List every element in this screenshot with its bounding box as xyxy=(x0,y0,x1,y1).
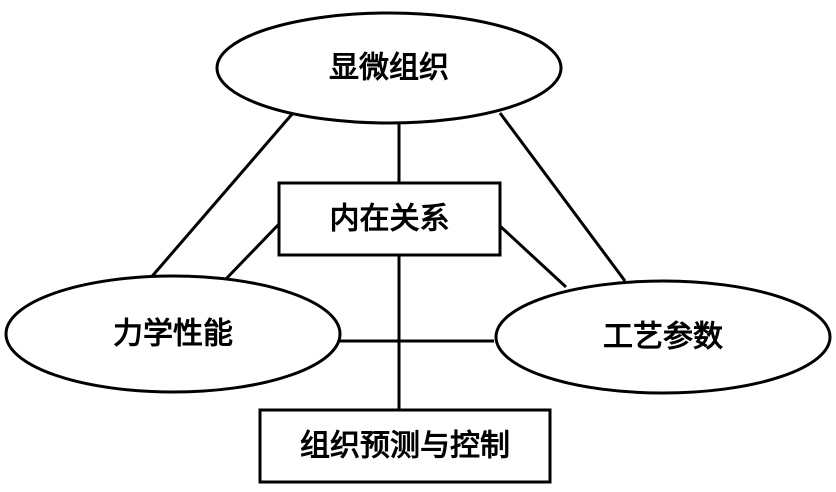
node-prediction-control: 组织预测与控制 xyxy=(258,408,552,484)
connector-microstructure-process xyxy=(498,112,627,282)
connector-microstructure-mechanical xyxy=(146,112,295,282)
connector-intrinsic-mechanical xyxy=(222,222,281,283)
node-process-parameters: 工艺参数 xyxy=(494,279,832,395)
connector-intrinsic-process xyxy=(498,224,568,289)
node-prediction-control-label: 组织预测与控制 xyxy=(300,429,510,464)
node-mechanical-properties-ellipse xyxy=(4,274,342,394)
node-microstructure: 显微组织 xyxy=(215,11,563,125)
node-mechanical-properties: 力学性能 xyxy=(4,274,342,394)
node-microstructure-label: 显微组织 xyxy=(329,51,449,86)
node-intrinsic-relation-label: 内在关系 xyxy=(330,202,450,237)
connectors xyxy=(146,112,627,410)
node-process-parameters-ellipse xyxy=(494,279,832,395)
node-intrinsic-relation-box xyxy=(277,181,502,257)
node-prediction-control-box xyxy=(258,408,552,484)
node-intrinsic-relation: 内在关系 xyxy=(277,181,502,257)
node-microstructure-ellipse xyxy=(215,11,563,125)
node-process-parameters-label: 工艺参数 xyxy=(603,320,724,355)
node-mechanical-properties-label: 力学性能 xyxy=(113,317,233,352)
